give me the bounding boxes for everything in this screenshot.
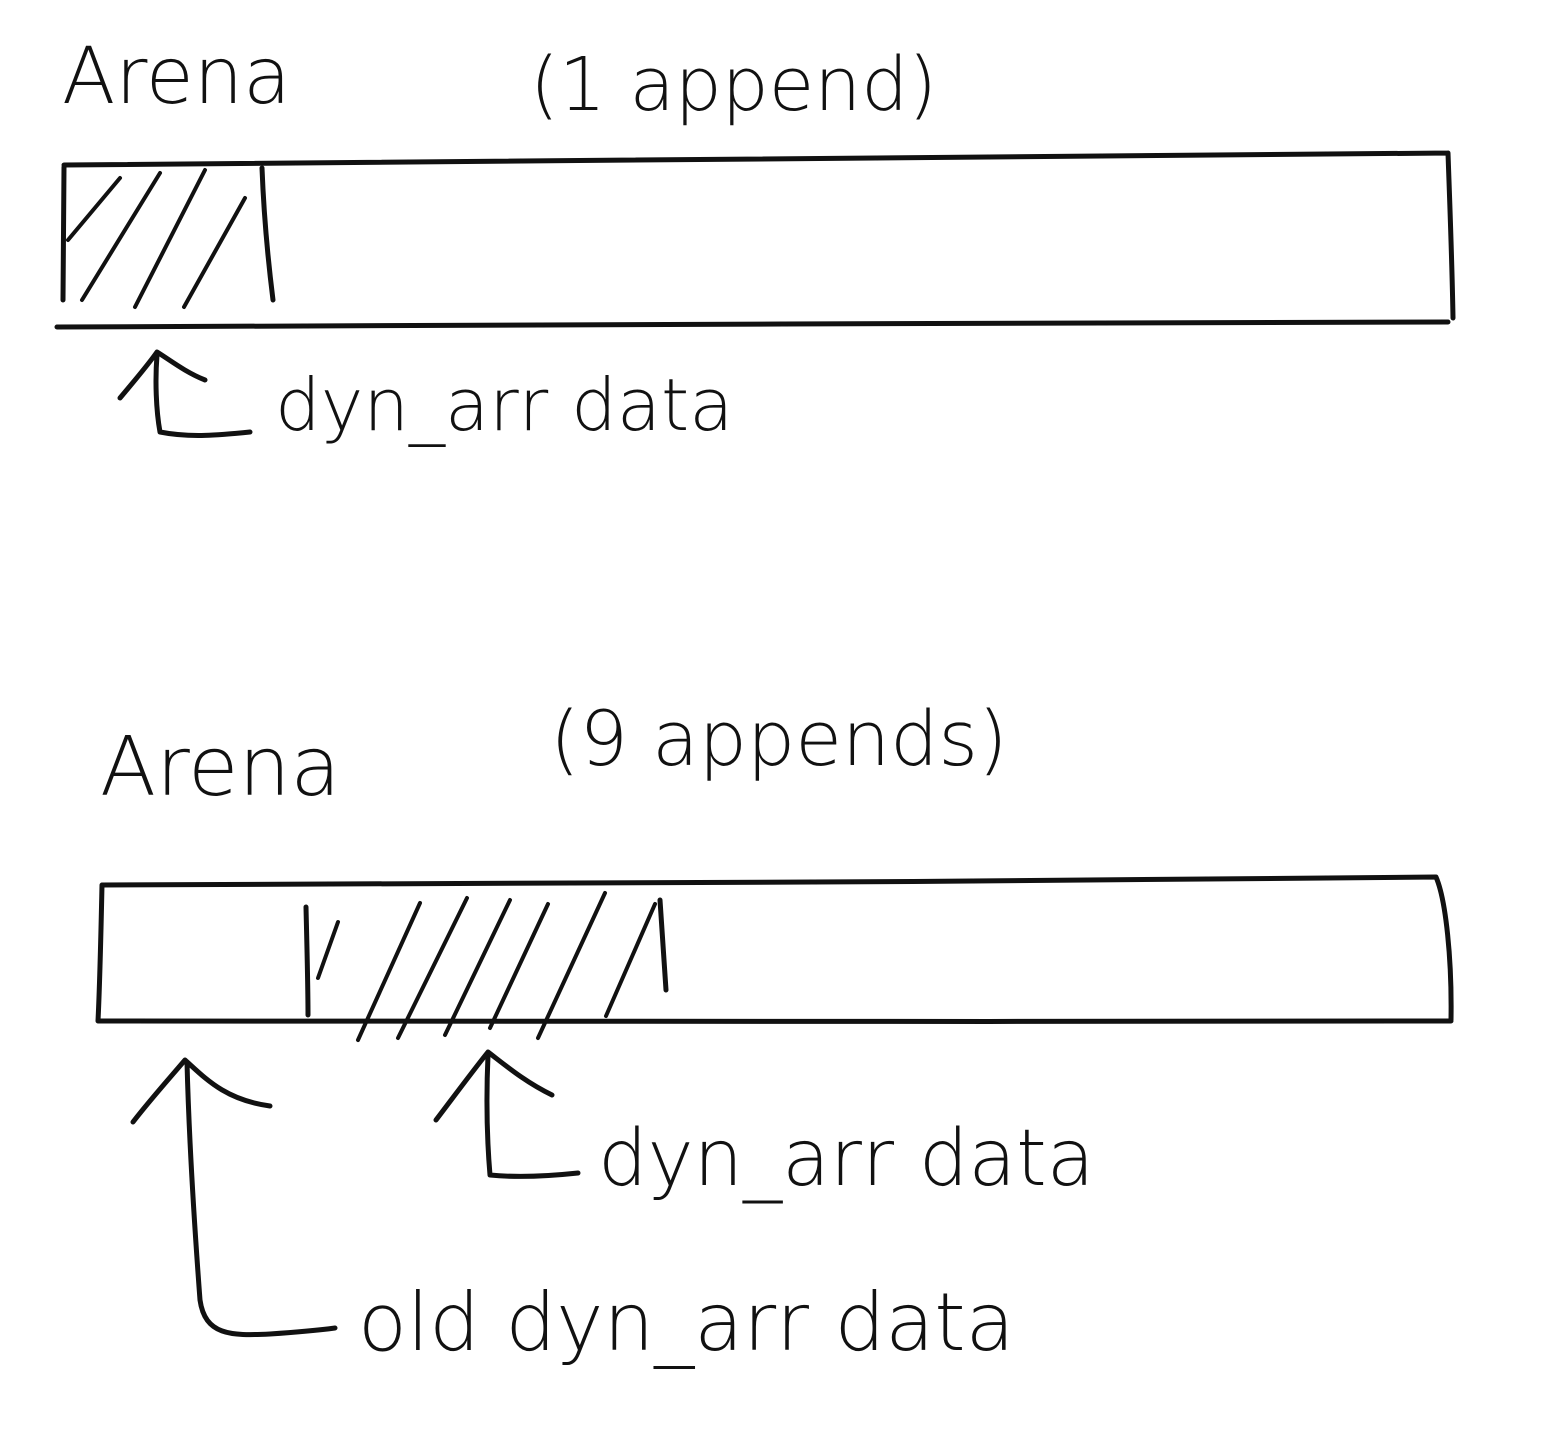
diagram-2: Arena (9 appends) dyn_arr data old dyn_a… — [95, 694, 1454, 1369]
diagram-2-subtitle: (9 appends) — [550, 694, 1008, 783]
diagram-1-subtitle: (1 append) — [530, 42, 937, 128]
diagram-2-arena-bar — [95, 874, 1454, 1024]
diagram-1-data-arrow — [117, 349, 253, 438]
diagram-2-data-start-divider — [303, 904, 311, 1018]
diagram-2-data-hatch — [316, 891, 657, 1042]
diagram-2-data-arrow — [433, 1049, 581, 1179]
diagram-1-label-0: dyn_arr data — [275, 363, 733, 447]
diagram-1-title: Arena — [62, 32, 291, 122]
diagram-2-label-1: old dyn_arr data — [358, 1276, 1015, 1369]
diagram-1: Arena (1 append) dyn_arr data — [54, 32, 1456, 447]
diagram-1-arena-bar — [54, 150, 1456, 330]
diagram-1-used-divider — [259, 165, 276, 303]
diagram-1-data-hatch — [66, 168, 247, 309]
diagram-2-title: Arena — [100, 720, 341, 815]
diagram-2-old-data-arrow — [130, 1057, 338, 1338]
diagram-2-data-end-divider — [657, 897, 669, 993]
diagram-2-label-0: dyn_arr data — [598, 1114, 1095, 1204]
